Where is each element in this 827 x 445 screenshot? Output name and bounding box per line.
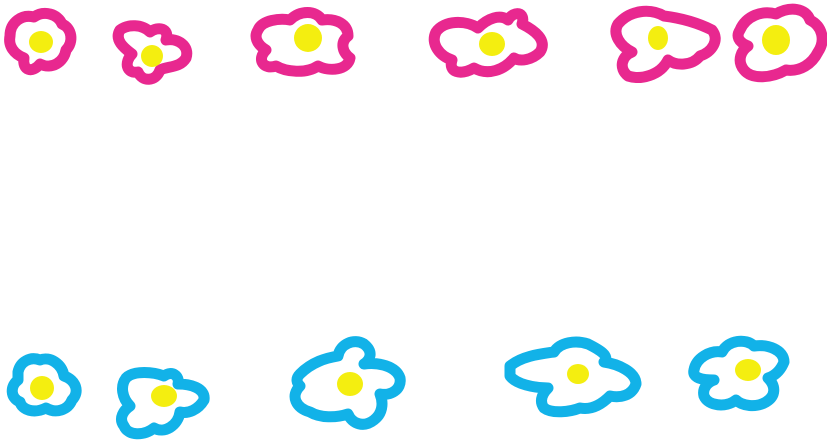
pink-flower-3	[250, 7, 356, 77]
blue-flower-1-center	[30, 376, 54, 400]
blue-flower-1	[6, 353, 82, 417]
pink-flower-4	[428, 8, 548, 78]
pink-flower-2-center	[141, 45, 163, 67]
pink-flower-1-center	[29, 31, 53, 53]
blue-flower-2-outline	[116, 367, 210, 440]
blue-flower-3-center	[337, 372, 363, 396]
blue-flower-5-center	[735, 359, 761, 381]
pink-flower-4-center	[479, 32, 505, 56]
blue-flower-4-outline	[504, 336, 642, 418]
pink-flower-6	[732, 3, 827, 83]
blue-flower-5	[688, 335, 790, 412]
pink-flower-2-outline	[112, 20, 193, 85]
pink-flower-5-outline	[610, 5, 721, 83]
pink-flower-1	[4, 8, 77, 76]
blue-flower-2-center	[151, 385, 177, 407]
pink-flower-3-outline	[250, 7, 356, 77]
pink-flower-2	[112, 20, 193, 85]
pink-flower-5	[610, 5, 721, 83]
pink-flower-5-center	[648, 26, 668, 50]
blue-flower-3-outline	[289, 336, 406, 430]
blue-flower-5-outline	[688, 335, 790, 412]
pink-flower-6-center	[762, 25, 790, 55]
pink-flower-4-outline	[428, 8, 548, 78]
blue-flower-4-center	[567, 364, 589, 384]
blue-flower-1-outline	[6, 353, 82, 417]
pink-flower-3-center	[294, 24, 322, 52]
pink-flower-6-outline	[732, 3, 827, 83]
blue-flower-2	[116, 367, 210, 440]
blue-flower-4	[504, 336, 642, 418]
blue-flower-3	[289, 336, 406, 430]
pink-flower-1-outline	[4, 8, 77, 76]
